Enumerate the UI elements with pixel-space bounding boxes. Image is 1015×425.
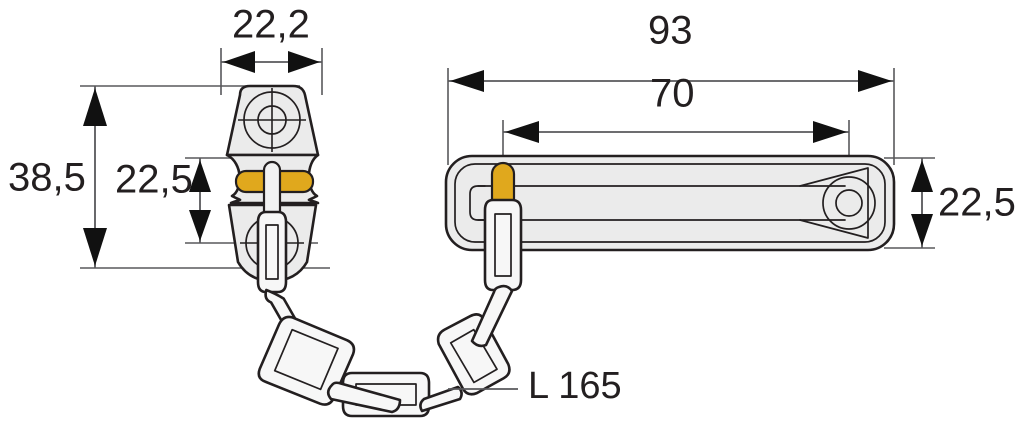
- chain-link: [326, 381, 402, 414]
- chain-length-callout: L 165: [448, 365, 622, 407]
- dimension-38-5: 38,5: [8, 86, 107, 268]
- chain-link: [470, 284, 514, 348]
- chain-link: [257, 315, 356, 406]
- dimension-label-93: 93: [648, 9, 693, 53]
- dimension-22-5-clamp: 22,5: [115, 158, 211, 243]
- toggle-clamp-assembly: [225, 84, 320, 294]
- dimension-93: 93: [447, 9, 895, 165]
- connecting-chain: [257, 284, 514, 418]
- chain-length-label: L 165: [528, 365, 622, 407]
- dimension-label-38-5: 38,5: [8, 156, 86, 200]
- dimension-label-22-5-clamp: 22,5: [115, 158, 193, 202]
- dimension-label-70: 70: [650, 72, 695, 116]
- dimension-22-2: 22,2: [220, 3, 323, 95]
- dimension-label-22-2: 22,2: [232, 3, 310, 47]
- bar-latch-assembly: [444, 154, 896, 292]
- dimension-22-5-bar: 22,5: [884, 157, 1015, 249]
- dimension-label-22-5-bar: 22,5: [938, 181, 1015, 225]
- dimension-70: 70: [502, 72, 850, 175]
